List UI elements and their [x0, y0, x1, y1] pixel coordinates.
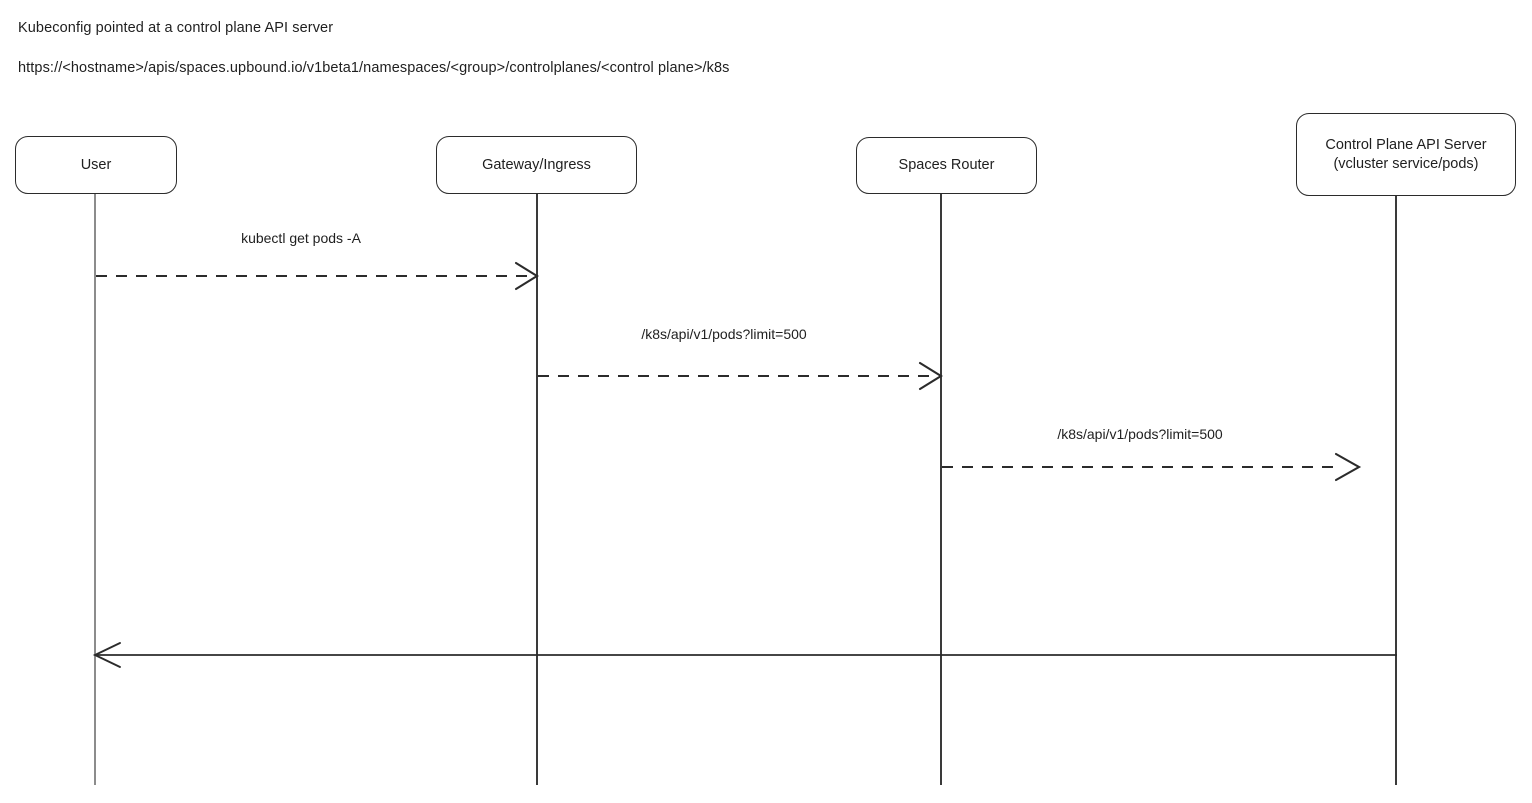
diagram-note-line-2: https://<hostname>/apis/spaces.upbound.i…	[18, 60, 730, 76]
participant-box-control-plane[interactable]: Control Plane API Server (vcluster servi…	[1296, 113, 1516, 196]
participant-label-control-plane: Control Plane API Server (vcluster servi…	[1325, 136, 1487, 172]
message-label-1: kubectl get pods -A	[241, 230, 361, 246]
participant-box-gateway[interactable]: Gateway/Ingress	[436, 136, 637, 194]
lifeline-user	[94, 194, 96, 785]
message-arrow-2	[538, 361, 943, 391]
participant-label-gateway: Gateway/Ingress	[482, 156, 591, 173]
message-arrow-3	[942, 452, 1362, 482]
participant-box-user[interactable]: User	[15, 136, 177, 194]
message-arrow-4-return	[92, 642, 1397, 668]
message-label-2: /k8s/api/v1/pods?limit=500	[641, 326, 807, 342]
lifeline-gateway	[536, 194, 538, 785]
participant-label-spaces-router: Spaces Router	[898, 157, 995, 173]
participant-label-user: User	[80, 156, 112, 173]
participant-box-spaces-router[interactable]: Spaces Router	[856, 137, 1037, 194]
message-arrow-1	[96, 261, 539, 291]
diagram-note-line-1: Kubeconfig pointed at a control plane AP…	[18, 20, 334, 36]
lifeline-spaces-router	[940, 194, 942, 785]
message-label-3: /k8s/api/v1/pods?limit=500	[1057, 426, 1223, 442]
lifeline-control-plane	[1395, 196, 1397, 785]
